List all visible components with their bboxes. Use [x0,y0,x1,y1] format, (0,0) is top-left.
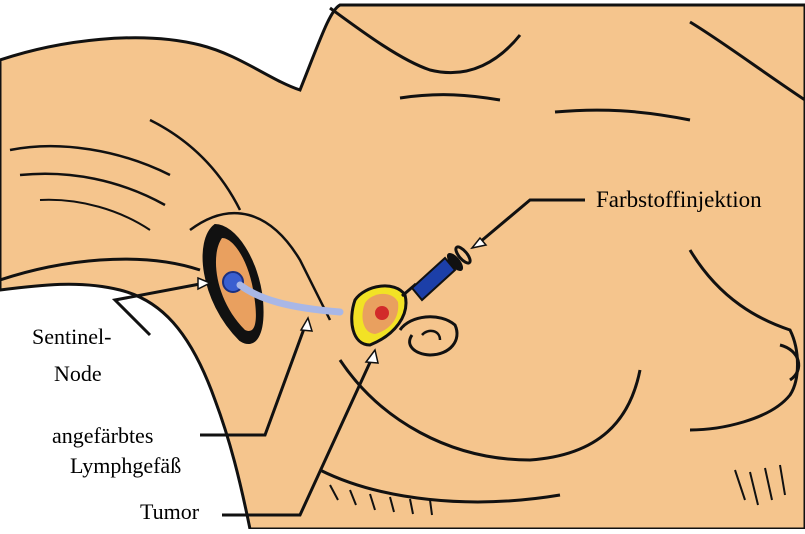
label-dye-injection: Farbstoffinjektion [596,188,762,211]
tumor [375,306,389,320]
label-lymph-vessel-line1: angefärbtes [52,425,153,447]
label-sentinel-node-line2: Node [54,363,102,385]
label-lymph-vessel-line2: Lymphgefäß [70,455,181,477]
label-sentinel-node-line1: Sentinel- [32,326,111,348]
label-tumor: Tumor [140,501,199,523]
